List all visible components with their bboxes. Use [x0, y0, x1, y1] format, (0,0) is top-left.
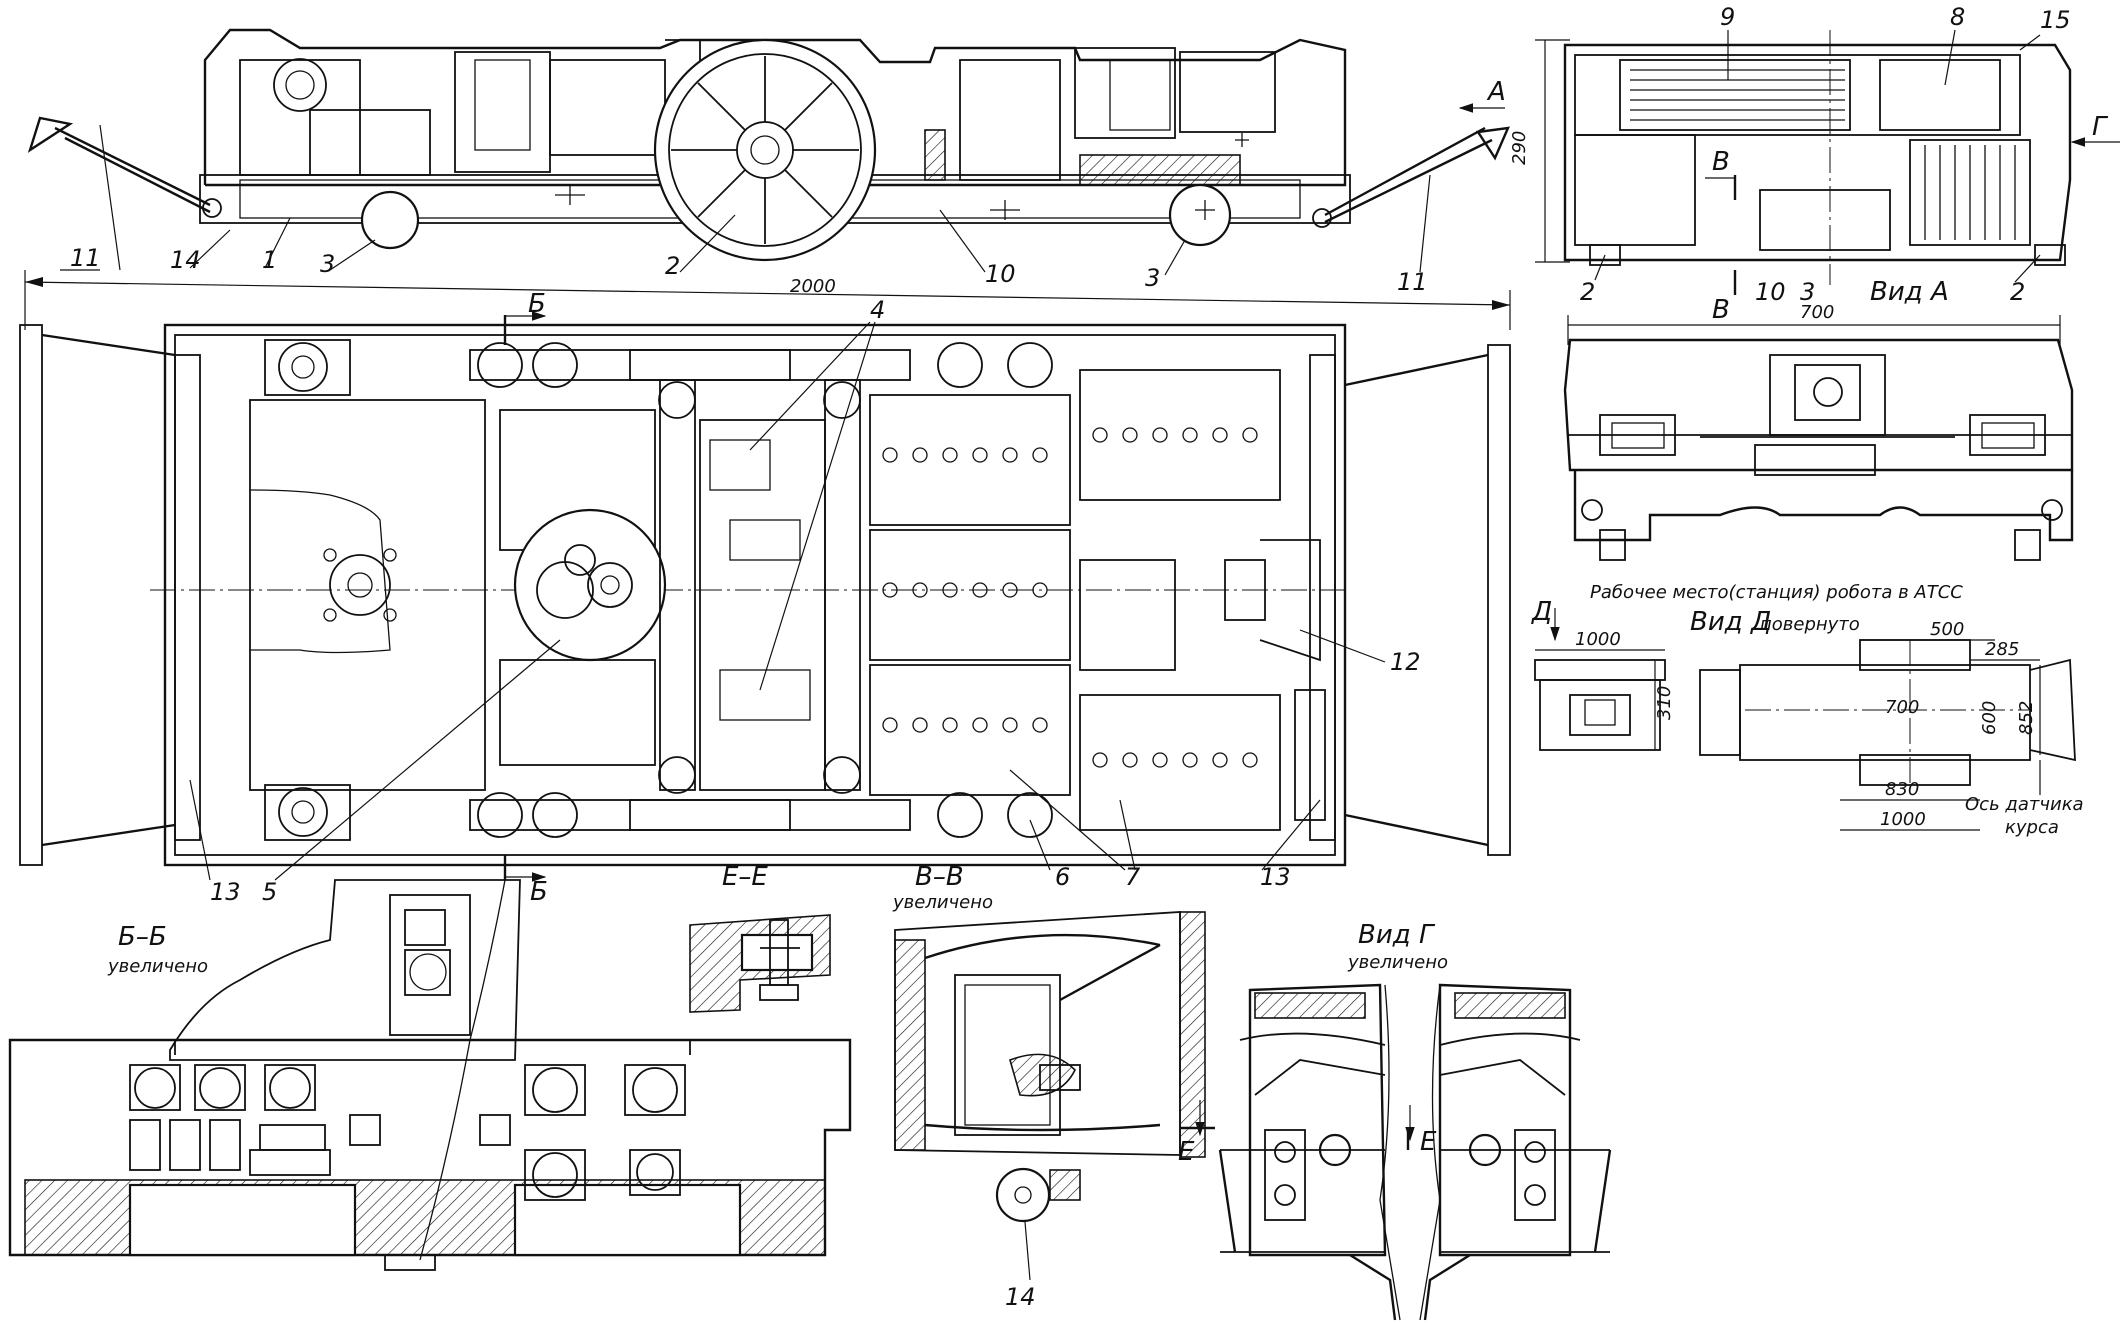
label-10-viewa: 10 [1755, 278, 1786, 306]
dim-852: 852 [2016, 701, 2037, 735]
dim-285: 285 [1985, 639, 2019, 660]
dim-290-label: 290 [1509, 131, 1530, 165]
label-5: 5 [262, 878, 277, 906]
plan-view [19, 323, 1511, 867]
section-vv-note: увеличено [892, 892, 993, 913]
label-11-left: 11 [70, 244, 101, 272]
view-g: Вид Г увеличено Е [1218, 920, 1612, 1321]
label-15: 15 [2040, 6, 2071, 34]
dim-830: 830 [1885, 779, 1919, 800]
dim-2000-label: 2000 [790, 276, 836, 297]
label-8: 8 [1950, 3, 1965, 31]
dimension-2000: 2000 [24, 270, 1511, 330]
dim-700-station: 700 [1885, 697, 1919, 718]
dim-600: 600 [1979, 701, 2000, 735]
arrow-a-label: А [1486, 77, 1506, 107]
section-vv-title: В–В [915, 862, 964, 892]
view-arrow-a: А [1458, 77, 1506, 113]
label-14-section: 14 [1005, 1283, 1036, 1311]
dim-station-1000: 1000 [1575, 629, 1621, 650]
section-bb-note: увеличено [107, 956, 208, 977]
label-11-right: 11 [1397, 268, 1428, 296]
view-g-note: увеличено [1347, 952, 1448, 973]
front-view: 700 [1563, 302, 2074, 561]
label-12: 12 [1390, 648, 1421, 676]
label-13-left: 13 [210, 878, 241, 906]
arrow-d-label: Д [1531, 597, 1552, 627]
label-1: 1 [262, 246, 277, 274]
section-v-v: В–В увеличено 14 Е [892, 862, 1215, 1311]
view-g-title: Вид Г [1358, 920, 1436, 950]
view-a-title: Вид А [1870, 277, 1949, 307]
side-view [27, 28, 1510, 262]
sensor-axis-caption-2: курса [2005, 817, 2059, 838]
dim-500: 500 [1930, 619, 1964, 640]
mark-e-right: Е [1420, 1127, 1437, 1157]
label-13-right: 13 [1260, 863, 1291, 891]
label-6: 6 [1055, 863, 1070, 891]
dim-1000-station: 1000 [1880, 809, 1926, 830]
mark-e-left: Е [1178, 1137, 1195, 1167]
label-3-viewa: 3 [1800, 278, 1815, 306]
section-marks-b: Б Б [503, 289, 548, 907]
label-3-left: 3 [320, 250, 335, 278]
station-title: Рабочее место(станция) робота в АТСС [1590, 582, 1963, 603]
arrow-v-label: В [1712, 147, 1730, 177]
side-view-leaders: 11 14 1 3 2 10 3 11 [60, 124, 1431, 296]
dim-station-310: 310 [1654, 686, 1675, 720]
arrow-v-bottom: В [1712, 295, 1730, 325]
section-bb-title: Б–Б [118, 922, 167, 952]
station-views: Д 1000 310 Вид Д повернуто 500 285 700 6… [1531, 597, 2084, 838]
label-4: 4 [870, 296, 885, 324]
arrow-g-label: Г [2092, 112, 2109, 142]
section-ee-title: Е–Е [722, 862, 768, 892]
view-a-labels: 9 8 15 Г В В 2 10 3 Вид А 2 [1580, 3, 2120, 325]
label-10-side: 10 [985, 260, 1016, 288]
view-d-note: повернуто [1760, 614, 1860, 635]
view-a: 290 [1509, 30, 2072, 285]
plan-view-leaders: 4 12 13 5 6 7 13 [189, 296, 1421, 906]
view-d-title: Вид Д [1690, 607, 1771, 637]
mark-b-bottom: Б [530, 877, 548, 907]
label-7: 7 [1125, 863, 1141, 891]
section-e-e: Е–Е [689, 862, 831, 1013]
dim-700-label: 700 [1800, 302, 1834, 323]
mark-b-top: Б [528, 289, 546, 319]
label-2-viewa-left: 2 [1580, 278, 1595, 306]
sensor-axis-caption-1: Ось датчика [1965, 794, 2084, 815]
section-b-b: Б–Б увеличено [8, 879, 852, 1271]
label-2-side: 2 [665, 252, 680, 280]
label-14-side: 14 [170, 246, 201, 274]
label-2-viewa-right: 2 [2010, 278, 2025, 306]
label-9: 9 [1720, 3, 1735, 31]
label-3-right: 3 [1145, 264, 1160, 292]
